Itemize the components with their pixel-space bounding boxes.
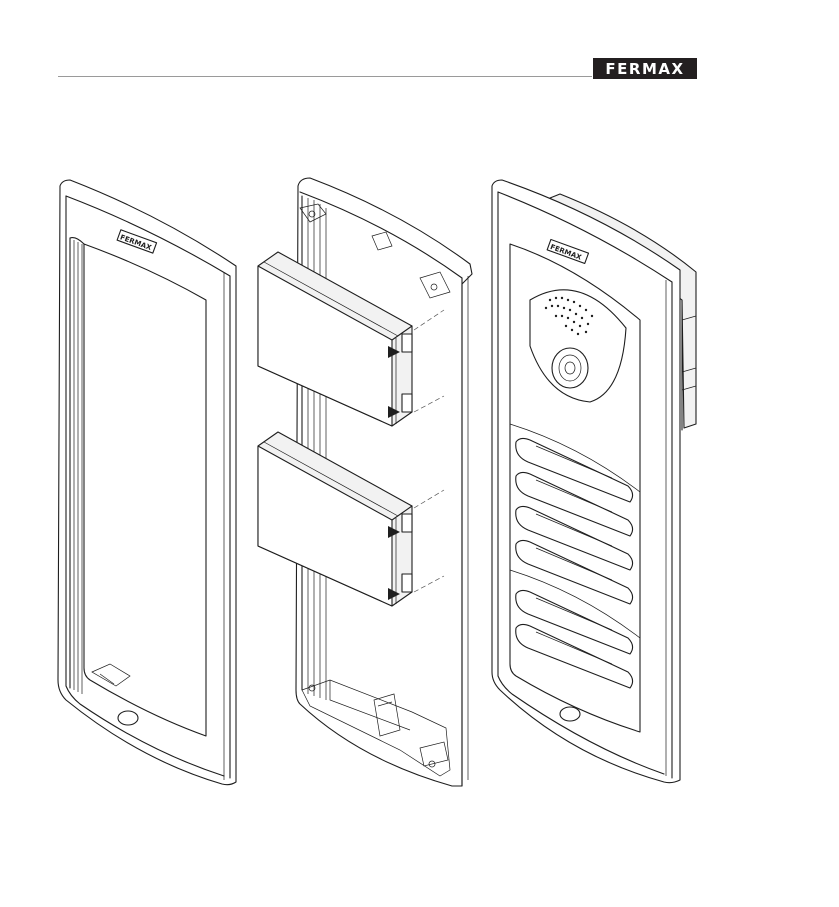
assembled-panel: FERMAX: [492, 180, 696, 783]
front-frame: FERMAX: [58, 180, 236, 785]
lock-icon: [560, 707, 580, 721]
camera-lens-icon: [552, 348, 588, 388]
